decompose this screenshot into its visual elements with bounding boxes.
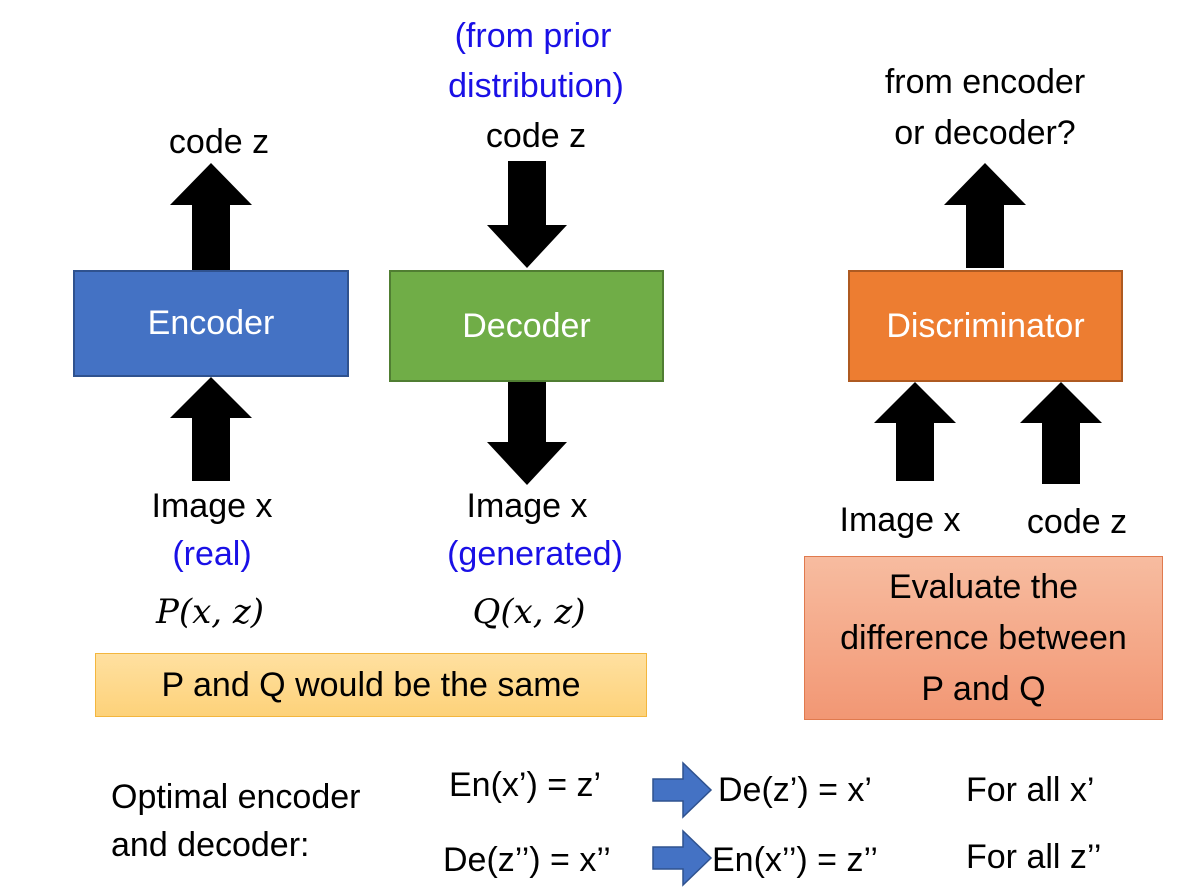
same-distribution-text: P and Q would be the same xyxy=(161,665,581,704)
discriminator-input-code-arrow xyxy=(1020,382,1102,484)
encoder-input-note: (real) xyxy=(172,535,252,573)
discriminator-input-image-label: Image x xyxy=(839,501,961,539)
decoder-label: Decoder xyxy=(462,306,591,345)
encoder-input-label: Image x xyxy=(151,487,273,525)
discriminator-label: Discriminator xyxy=(886,306,1085,345)
evaluate-difference-text: Evaluate the difference between P and Q xyxy=(840,567,1127,708)
encoder-output-arrow xyxy=(170,163,252,270)
row1-encoder-equation: En(x’) = z’ xyxy=(449,766,602,804)
optimal-label-line1: Optimal encoder xyxy=(111,778,361,816)
implies-arrow-2 xyxy=(652,829,713,887)
decoder-output-label: Image x xyxy=(466,487,588,525)
distribution-p: P(x, z) xyxy=(155,592,265,632)
decoder-output-arrow xyxy=(487,382,567,485)
encoder-label: Encoder xyxy=(147,304,275,342)
discriminator-block: Discriminator xyxy=(848,270,1123,382)
optimal-label-line2: and decoder: xyxy=(111,826,310,864)
decoder-output-note: (generated) xyxy=(447,535,623,573)
row1-decoder-equation: De(z’) = x’ xyxy=(718,771,872,809)
encoder-block: Encoder xyxy=(73,270,349,377)
row2-scope: For all z’’ xyxy=(966,838,1102,876)
same-distribution-note: P and Q would be the same xyxy=(95,653,647,717)
row2-decoder-equation: De(z’’) = x’’ xyxy=(443,841,611,879)
decoder-block: Decoder xyxy=(389,270,664,382)
row2-encoder-equation: En(x’’) = z’’ xyxy=(712,841,878,879)
discriminator-question-line1: from encoder xyxy=(884,63,1086,101)
discriminator-input-code-label: code z xyxy=(1026,503,1128,541)
discriminator-input-image-arrow xyxy=(874,382,956,481)
distribution-q: Q(x, z) xyxy=(472,592,586,632)
encoder-input-arrow xyxy=(170,377,252,481)
decoder-prior-note-line1: (from prior xyxy=(454,17,612,55)
evaluate-difference-note: Evaluate the difference between P and Q xyxy=(804,556,1163,720)
implies-arrow-1 xyxy=(652,761,713,819)
decoder-prior-note-line2: distribution) xyxy=(448,67,624,105)
decoder-input-arrow xyxy=(487,161,567,268)
encoder-output-label: code z xyxy=(168,123,270,161)
decoder-input-label: code z xyxy=(485,117,587,155)
row1-scope: For all x’ xyxy=(966,771,1095,809)
discriminator-output-arrow xyxy=(944,163,1026,268)
discriminator-question-line2: or decoder? xyxy=(894,114,1076,152)
